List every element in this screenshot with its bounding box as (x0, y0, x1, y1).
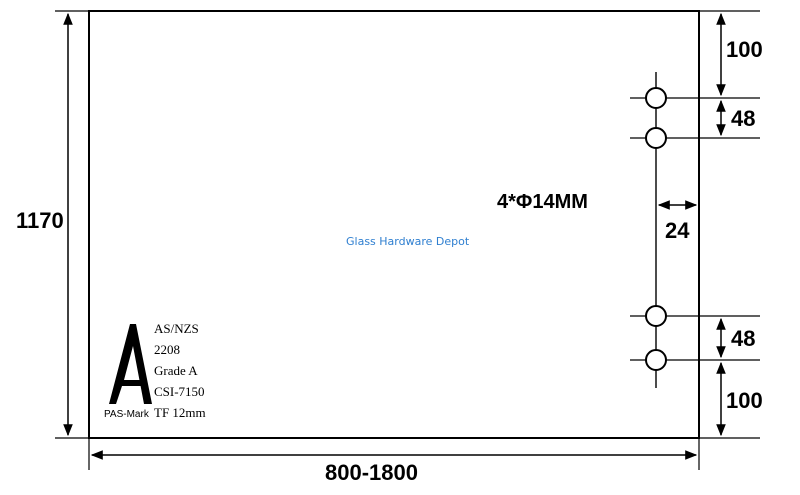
cert-line: TF 12mm (154, 405, 206, 420)
pas-mark-caption: PAS-Mark (104, 409, 150, 420)
glass-panel-outline (88, 10, 700, 439)
cert-line: Grade A (154, 363, 198, 378)
bottom-offset-label: 100 (726, 388, 763, 413)
right-dimensions: 100 48 48 100 (699, 10, 763, 439)
holes (630, 87, 760, 371)
bottom-spacing-label: 48 (731, 326, 755, 351)
hole-circle (645, 349, 667, 371)
hole-circle (645, 87, 667, 109)
edge-distance-label: 24 (665, 218, 690, 243)
width-dimension: 800-1800 (88, 438, 700, 485)
top-spacing-label: 48 (731, 106, 755, 131)
certification-mark: PAS-Mark AS/NZS 2208 Grade A CSI-7150 TF… (104, 321, 206, 420)
hole-circle (645, 305, 667, 327)
height-dimension: 1170 (16, 10, 89, 439)
edge-distance-dimension: 24 (657, 200, 698, 243)
pas-mark-logo: PAS-Mark (104, 324, 152, 420)
top-offset-label: 100 (726, 37, 763, 62)
watermark-text: Glass Hardware Depot (346, 235, 470, 248)
cert-line: 2208 (154, 342, 180, 357)
cert-line: CSI-7150 (154, 384, 205, 399)
certification-text: AS/NZS 2208 Grade A CSI-7150 TF 12mm (154, 321, 206, 420)
hole-spec-label: 4*Φ14MM (497, 191, 588, 213)
height-label: 1170 (16, 208, 64, 233)
width-label: 800-1800 (325, 460, 418, 485)
cert-line: AS/NZS (154, 321, 199, 336)
hole-circle (645, 127, 667, 149)
